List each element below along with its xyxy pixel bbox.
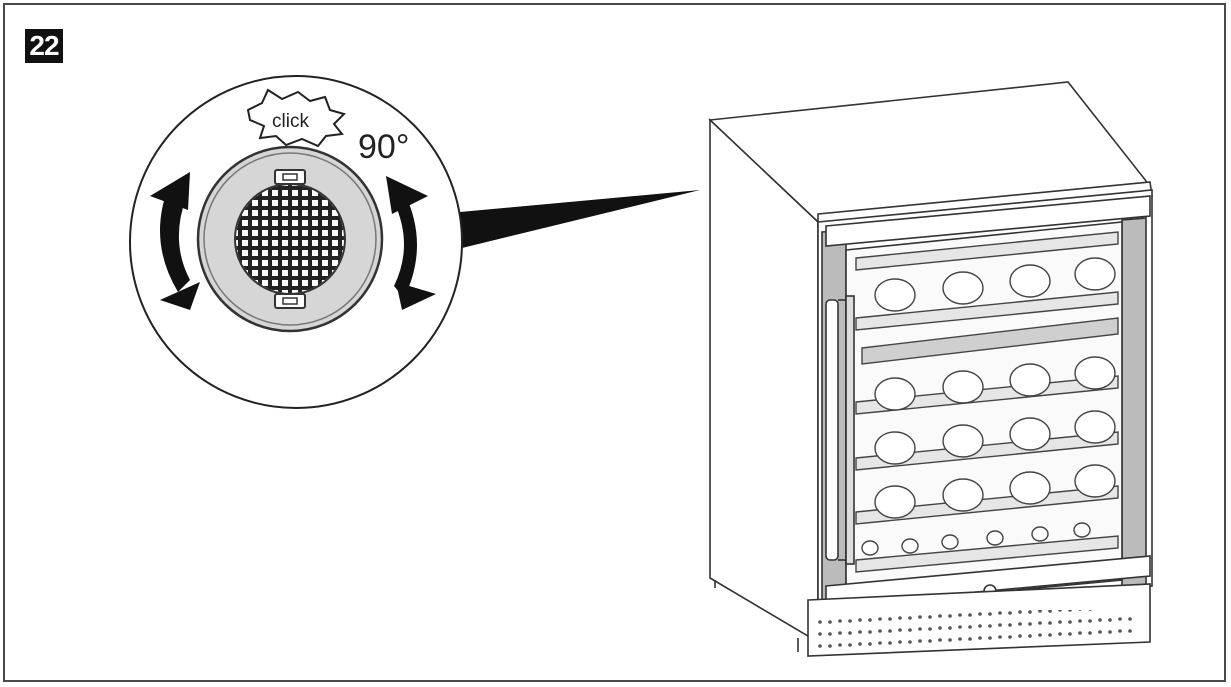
carbon-filter	[196, 145, 384, 333]
door-handle	[825, 295, 855, 565]
callout-pointer	[460, 190, 700, 248]
curved-arrow-right-icon	[386, 176, 436, 310]
wine-racks	[855, 231, 1119, 573]
wine-bottles	[861, 257, 1116, 556]
rotation-angle-label: 90°	[358, 128, 409, 166]
click-label: click	[272, 111, 309, 132]
curved-arrow-left-icon	[150, 172, 200, 310]
wine-cooler	[708, 81, 1153, 657]
magnified-detail: click 90°	[129, 75, 463, 409]
click-burst-icon: click	[246, 88, 346, 148]
step-number-badge: 22	[25, 29, 63, 63]
